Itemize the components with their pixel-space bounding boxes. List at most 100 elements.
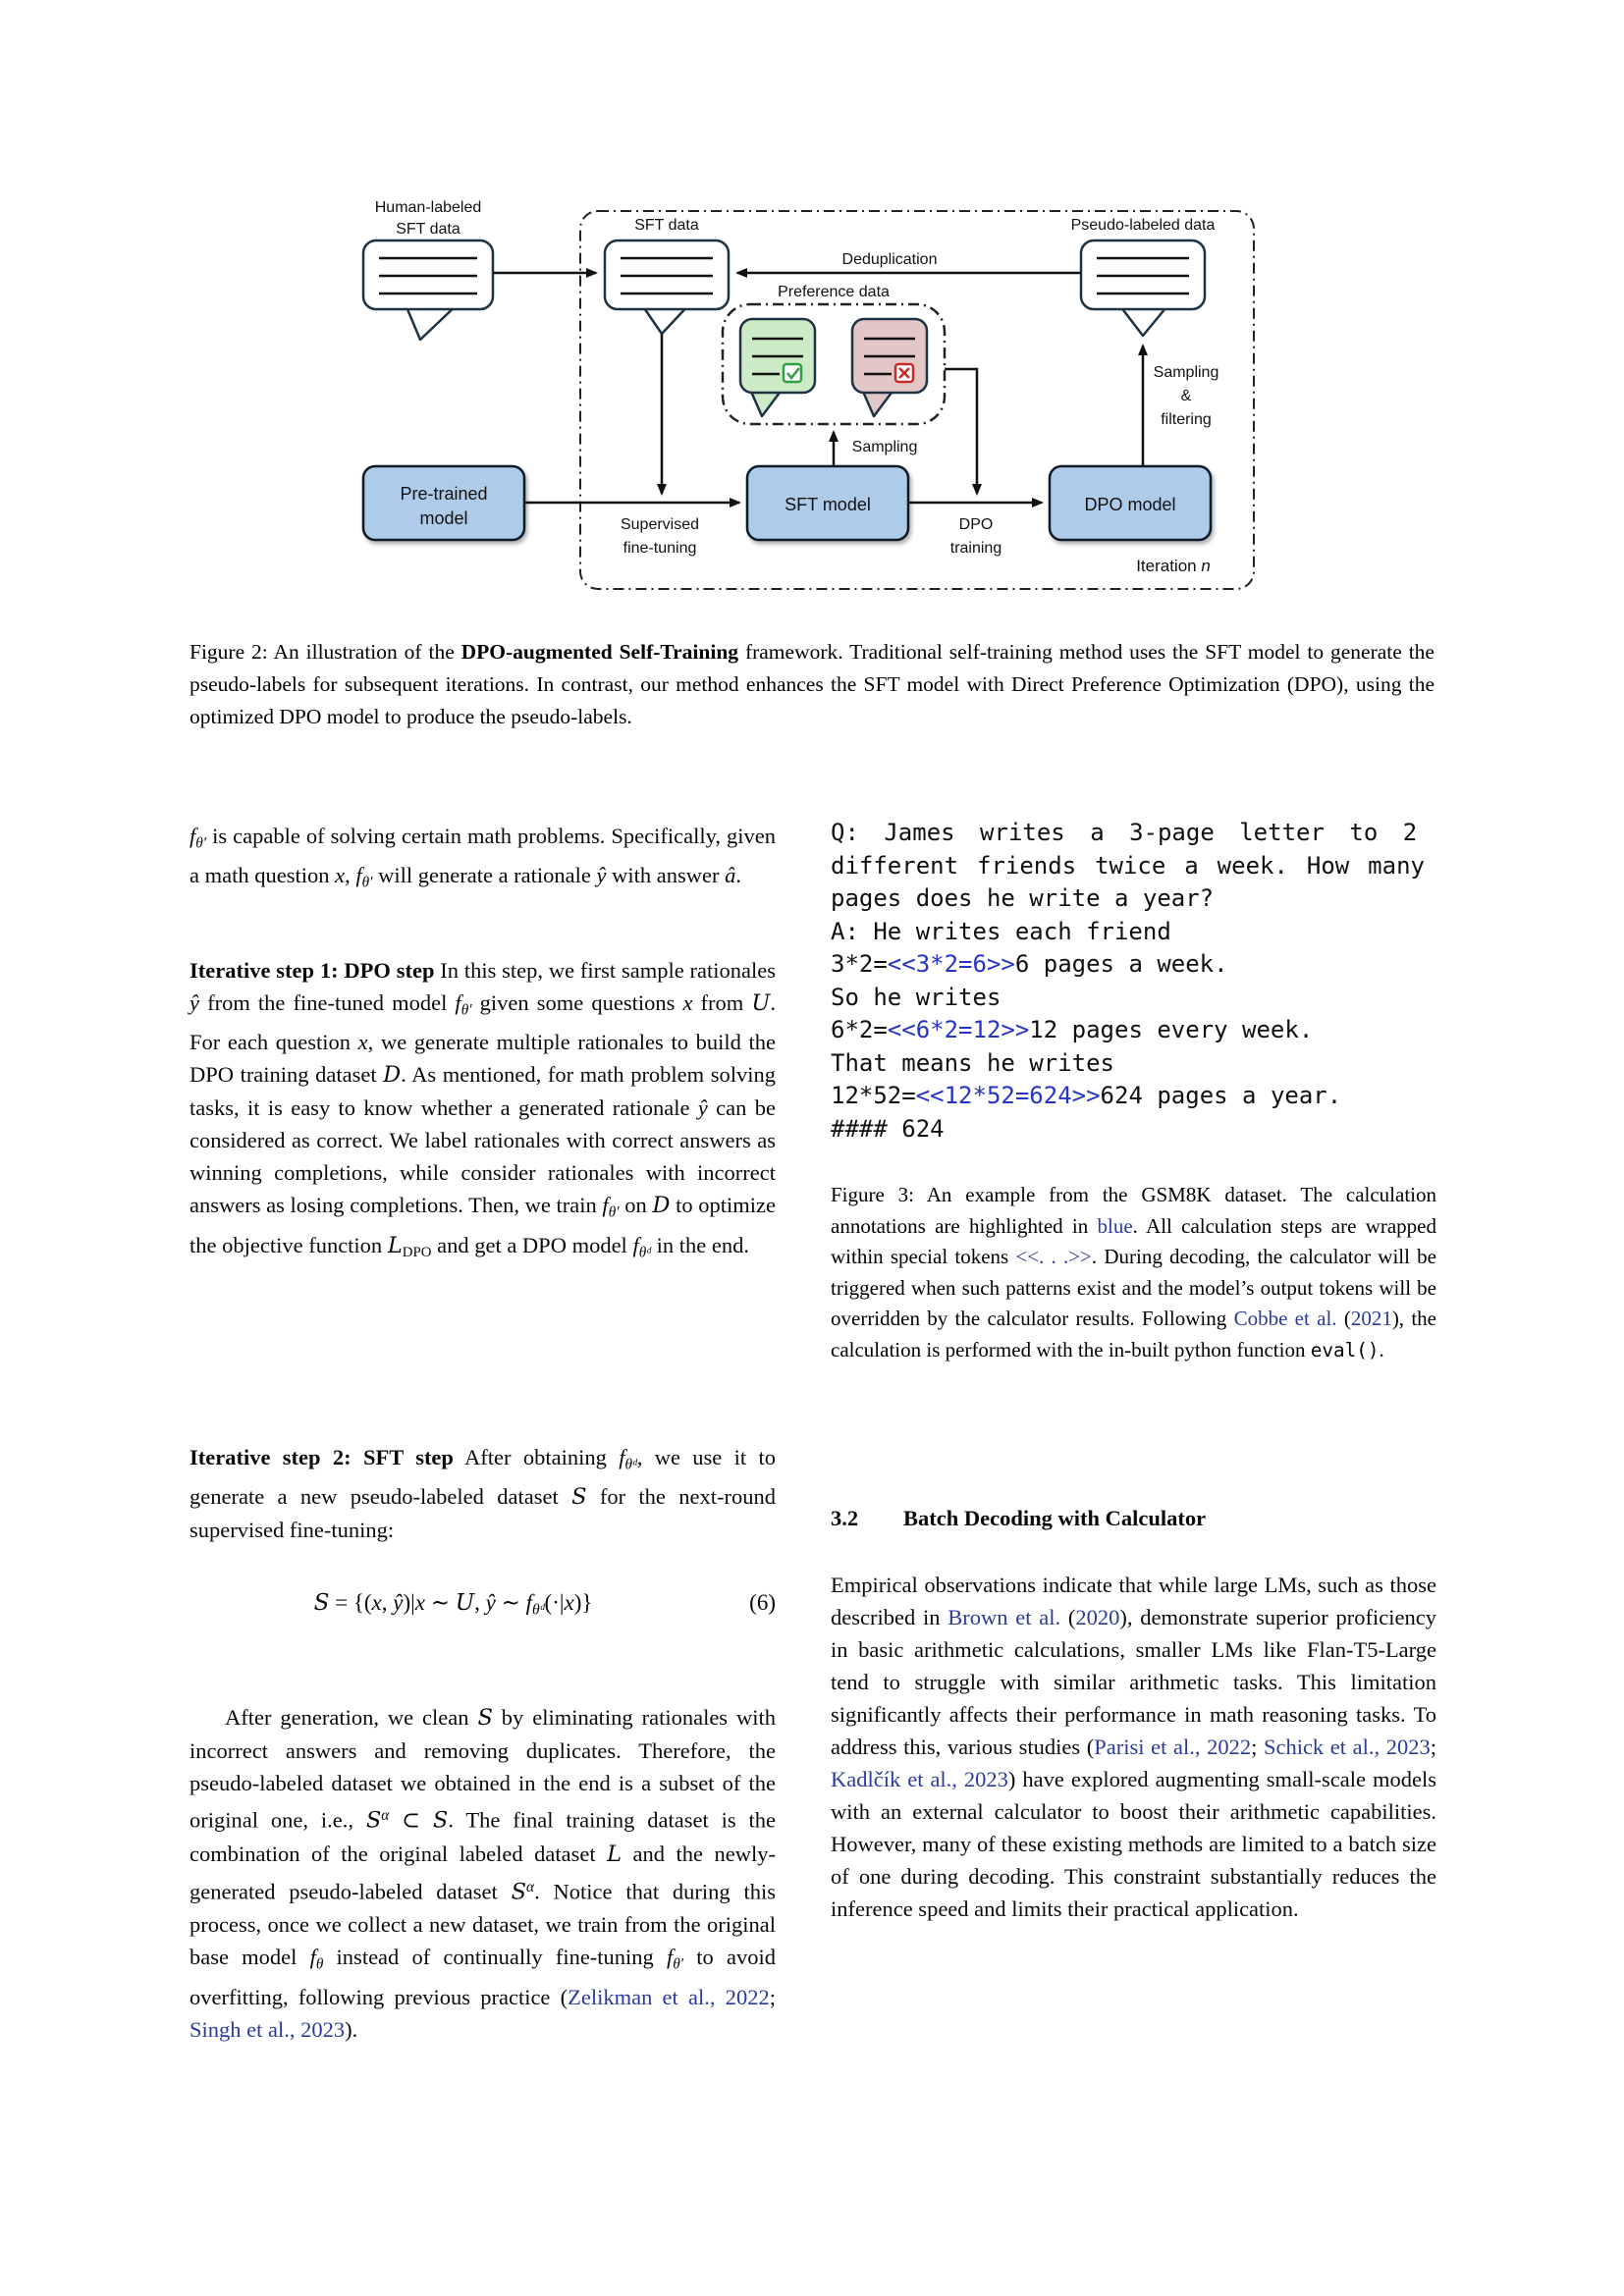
text-segment: . The final training dataset is the comb…: [189, 1807, 776, 1866]
text-segment: in the end.: [650, 1232, 749, 1257]
text-segment: framework. Traditional self-training met…: [189, 640, 1435, 728]
text-segment: f: [619, 1445, 625, 1469]
pretrained-model-label-line2: model: [419, 508, 467, 528]
text-segment: is capable of solving certain math probl…: [189, 824, 776, 888]
text-segment: θ′: [608, 1203, 620, 1221]
text-segment: U: [751, 990, 771, 1016]
citation-link[interactable]: Singh et al., 2023: [189, 2016, 346, 2042]
text-segment: . As mentioned, for math problem solving…: [189, 1062, 776, 1121]
text-segment: on: [619, 1193, 653, 1218]
text-segment: ,: [474, 1590, 486, 1615]
text-segment: ŷ: [485, 1590, 496, 1615]
citation-link[interactable]: Zelikman et al., 2022: [568, 1984, 770, 2009]
citation-link[interactable]: 2020: [1075, 1605, 1120, 1629]
citation-link[interactable]: blue: [1097, 1213, 1133, 1238]
sampling-label: Sampling: [852, 439, 918, 455]
dpo-training-line2: training: [950, 540, 1001, 557]
equation-6: S = {(x, ŷ)|x ∼ U, ŷ ∼ fθᵈ(·|x)} (6): [189, 1590, 776, 1619]
code-line: 6*2=<<6*2=12>>12 pages every week.: [831, 1014, 1436, 1047]
human-sft-label-line1: Human-labeled: [375, 199, 482, 216]
text-segment: x: [564, 1590, 574, 1615]
text-segment: DPO: [402, 1244, 432, 1260]
text-segment: θ′: [361, 874, 373, 891]
text-segment: S: [365, 1807, 382, 1834]
supervised-finetuning-line1: Supervised: [621, 516, 699, 533]
text-segment: by eliminating rationales with incorrect…: [189, 1705, 776, 1833]
text-segment: instead of continually fine-tuning: [323, 1945, 667, 1970]
text-segment: can be considered as correct. We label r…: [189, 1095, 776, 1218]
citation-link[interactable]: Schick et al., 2023: [1263, 1735, 1431, 1759]
text-segment: #### 624: [831, 1114, 945, 1143]
paragraph-after-generation: After generation, we clean S by eliminat…: [189, 1701, 776, 2046]
text-segment: Q: James writes a 3-page letter to 2: [831, 819, 1418, 846]
text-segment: θ′: [460, 1001, 472, 1019]
sampling-filtering-line3: filtering: [1161, 411, 1212, 428]
text-segment: , we use it to generate a new pseudo-lab…: [189, 1445, 776, 1510]
text-segment: D: [652, 1193, 671, 1219]
text-segment: ŷ: [596, 863, 607, 888]
text-segment: x: [335, 863, 346, 888]
text-segment: Figure 3: An example from the GSM8K data…: [831, 1183, 1436, 1238]
figure2-caption: Figure 2: An illustration of the DPO-aug…: [189, 636, 1435, 733]
text-segment: θ′: [673, 1955, 684, 1973]
code-line: pages does he write a year?: [831, 882, 1436, 916]
text-segment: ;: [1430, 1735, 1436, 1759]
dpo-model-label: DPO model: [1084, 495, 1175, 514]
text-segment: In this step, we first sample rationales: [434, 958, 776, 983]
text-segment: 3*2=: [831, 950, 888, 978]
citation-link[interactable]: Kadlčík et al., 2023: [831, 1767, 1008, 1791]
citation-link[interactable]: Cobbe et al.: [1233, 1307, 1337, 1330]
text-segment: x: [682, 990, 693, 1015]
equation-6-number: (6): [749, 1590, 776, 1615]
code-line: #### 624: [831, 1113, 1436, 1147]
citation-link[interactable]: <<12*52=624>>: [915, 1082, 1101, 1109]
text-segment: DPO-augmented Self-Training: [460, 640, 739, 664]
text-segment: x: [371, 1590, 382, 1615]
text-segment: from: [692, 990, 752, 1015]
sft-data-label: SFT data: [634, 217, 699, 234]
text-segment: So he writes: [831, 983, 1001, 1011]
preference-box: [721, 302, 947, 426]
text-segment: ⊂: [389, 1807, 433, 1833]
citation-link[interactable]: <<3*2=6>>: [887, 950, 1015, 978]
code-line: That means he writes: [831, 1047, 1436, 1081]
citation-link[interactable]: Parisi et al., 2022: [1094, 1735, 1252, 1759]
text-segment: for the next-round supervised fine-tunin…: [189, 1484, 776, 1543]
arrow-preference-to-dpo: [945, 367, 982, 496]
section-title: Batch Decoding with Calculator: [903, 1506, 1207, 1530]
code-line: 12*52=<<12*52=624>>624 pages a year.: [831, 1080, 1436, 1113]
text-segment: ;: [769, 1984, 776, 2009]
text-segment: x: [357, 1030, 368, 1055]
text-segment: ,: [381, 1590, 394, 1615]
text-segment: 624 pages a year.: [1100, 1082, 1342, 1109]
text-segment: pages does he write a year?: [831, 884, 1215, 912]
text-segment: f: [309, 1945, 316, 1970]
text-segment: 12 pages every week.: [1029, 1016, 1314, 1043]
text-segment: D: [383, 1062, 402, 1089]
check-icon: [782, 362, 803, 384]
text-segment: After generation, we clean: [225, 1705, 478, 1730]
text-segment: x: [414, 1590, 425, 1615]
citation-link[interactable]: <<6*2=12>>: [887, 1016, 1030, 1043]
text-segment: Empirical observations indicate that whi…: [831, 1573, 1436, 1629]
text-segment: â: [725, 863, 736, 888]
iteration-box: [579, 210, 1255, 590]
text-segment: = {(: [329, 1590, 372, 1615]
text-segment: 12*52=: [831, 1082, 916, 1109]
text-segment: ∼: [495, 1590, 526, 1615]
text-segment: α: [381, 1807, 390, 1824]
text-segment: ∼: [424, 1590, 456, 1615]
pseudo-labeled-label: Pseudo-labeled data: [1071, 217, 1216, 234]
text-segment: f: [525, 1590, 533, 1615]
text-segment: θ′: [195, 834, 207, 852]
text-segment: θᵈ: [532, 1601, 545, 1619]
citation-link[interactable]: <<. . .>>: [1015, 1245, 1092, 1268]
check-icon-glyph: [786, 367, 800, 381]
text-segment: . During decoding, the calculator will b…: [831, 1245, 1436, 1330]
text-segment: ) have explored augmenting small-scale m…: [831, 1767, 1436, 1921]
citation-link[interactable]: Brown et al.: [947, 1605, 1061, 1629]
text-segment: ŷ: [697, 1095, 708, 1121]
dpo-model-box: [1048, 464, 1213, 542]
citation-link[interactable]: 2021: [1350, 1307, 1392, 1330]
text-segment: That means he writes: [831, 1048, 1114, 1077]
